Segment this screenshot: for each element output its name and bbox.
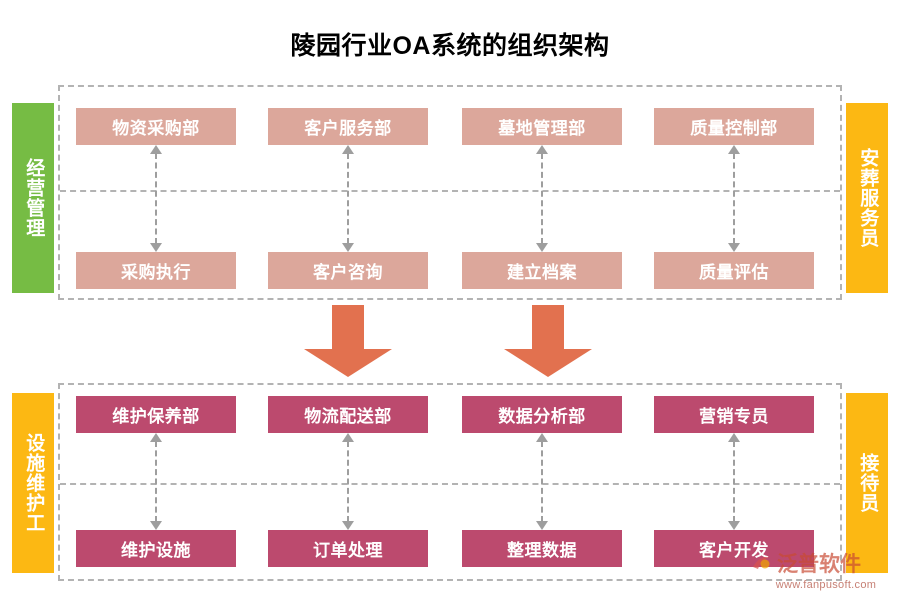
connector-stem: [155, 441, 157, 522]
group-divider-bottom: [60, 483, 840, 485]
node-top-upper-1[interactable]: 物资采购部: [76, 108, 236, 145]
connector-stem: [155, 153, 157, 244]
node-bottom-upper-3[interactable]: 数据分析部: [462, 396, 622, 433]
node-bottom-upper-4[interactable]: 营销专员: [654, 396, 814, 433]
connector-stem: [733, 441, 735, 522]
connector-top-2: [341, 145, 355, 252]
arrow-head-up-icon: [536, 433, 548, 442]
connector-stem: [347, 441, 349, 522]
page-title: 陵园行业OA系统的组织架构: [290, 32, 610, 60]
group-container-top: [58, 85, 842, 300]
connector-stem: [541, 153, 543, 244]
connector-stem: [733, 153, 735, 244]
node-bottom-upper-2[interactable]: 物流配送部: [268, 396, 428, 433]
node-top-upper-4[interactable]: 质量控制部: [654, 108, 814, 145]
arrow-tip: [304, 349, 392, 377]
arrow-head-down-icon: [342, 243, 354, 252]
arrow-head-up-icon: [342, 433, 354, 442]
side-label-right-bottom: 接待员: [846, 393, 888, 573]
transition-arrow-down-icon-2: [504, 305, 592, 377]
arrow-head-up-icon: [150, 433, 162, 442]
arrow-head-up-icon: [342, 145, 354, 154]
connector-top-3: [535, 145, 549, 252]
arrow-head-down-icon: [728, 521, 740, 530]
arrow-head-up-icon: [728, 145, 740, 154]
node-top-upper-2[interactable]: 客户服务部: [268, 108, 428, 145]
arrow-head-down-icon: [150, 521, 162, 530]
connector-bottom-1: [149, 433, 163, 530]
connector-stem: [541, 441, 543, 522]
arrow-shaft: [532, 305, 564, 349]
arrow-head-up-icon: [728, 433, 740, 442]
connector-bottom-4: [727, 433, 741, 530]
node-bottom-lower-1[interactable]: 维护设施: [76, 530, 236, 567]
node-top-lower-4[interactable]: 质量评估: [654, 252, 814, 289]
side-label-left-top: 经营管理: [12, 103, 54, 293]
group-container-bottom: [58, 383, 842, 581]
side-label-right-top: 安葬服务员: [846, 103, 888, 293]
node-bottom-upper-1[interactable]: 维护保养部: [76, 396, 236, 433]
arrow-head-down-icon: [150, 243, 162, 252]
arrow-tip: [504, 349, 592, 377]
arrow-head-up-icon: [536, 145, 548, 154]
transition-arrow-down-icon-1: [304, 305, 392, 377]
node-top-upper-3[interactable]: 墓地管理部: [462, 108, 622, 145]
arrow-head-down-icon: [342, 521, 354, 530]
connector-top-4: [727, 145, 741, 252]
group-divider-top: [60, 190, 840, 192]
node-bottom-lower-3[interactable]: 整理数据: [462, 530, 622, 567]
side-label-left-bottom: 设施维护工: [12, 393, 54, 573]
arrow-shaft: [332, 305, 364, 349]
connector-top-1: [149, 145, 163, 252]
connector-bottom-3: [535, 433, 549, 530]
node-top-lower-3[interactable]: 建立档案: [462, 252, 622, 289]
arrow-head-down-icon: [536, 243, 548, 252]
node-top-lower-1[interactable]: 采购执行: [76, 252, 236, 289]
node-bottom-lower-2[interactable]: 订单处理: [268, 530, 428, 567]
connector-stem: [347, 153, 349, 244]
arrow-head-down-icon: [536, 521, 548, 530]
node-bottom-lower-4[interactable]: 客户开发: [654, 530, 814, 567]
connector-bottom-2: [341, 433, 355, 530]
arrow-head-down-icon: [728, 243, 740, 252]
node-top-lower-2[interactable]: 客户咨询: [268, 252, 428, 289]
arrow-head-up-icon: [150, 145, 162, 154]
